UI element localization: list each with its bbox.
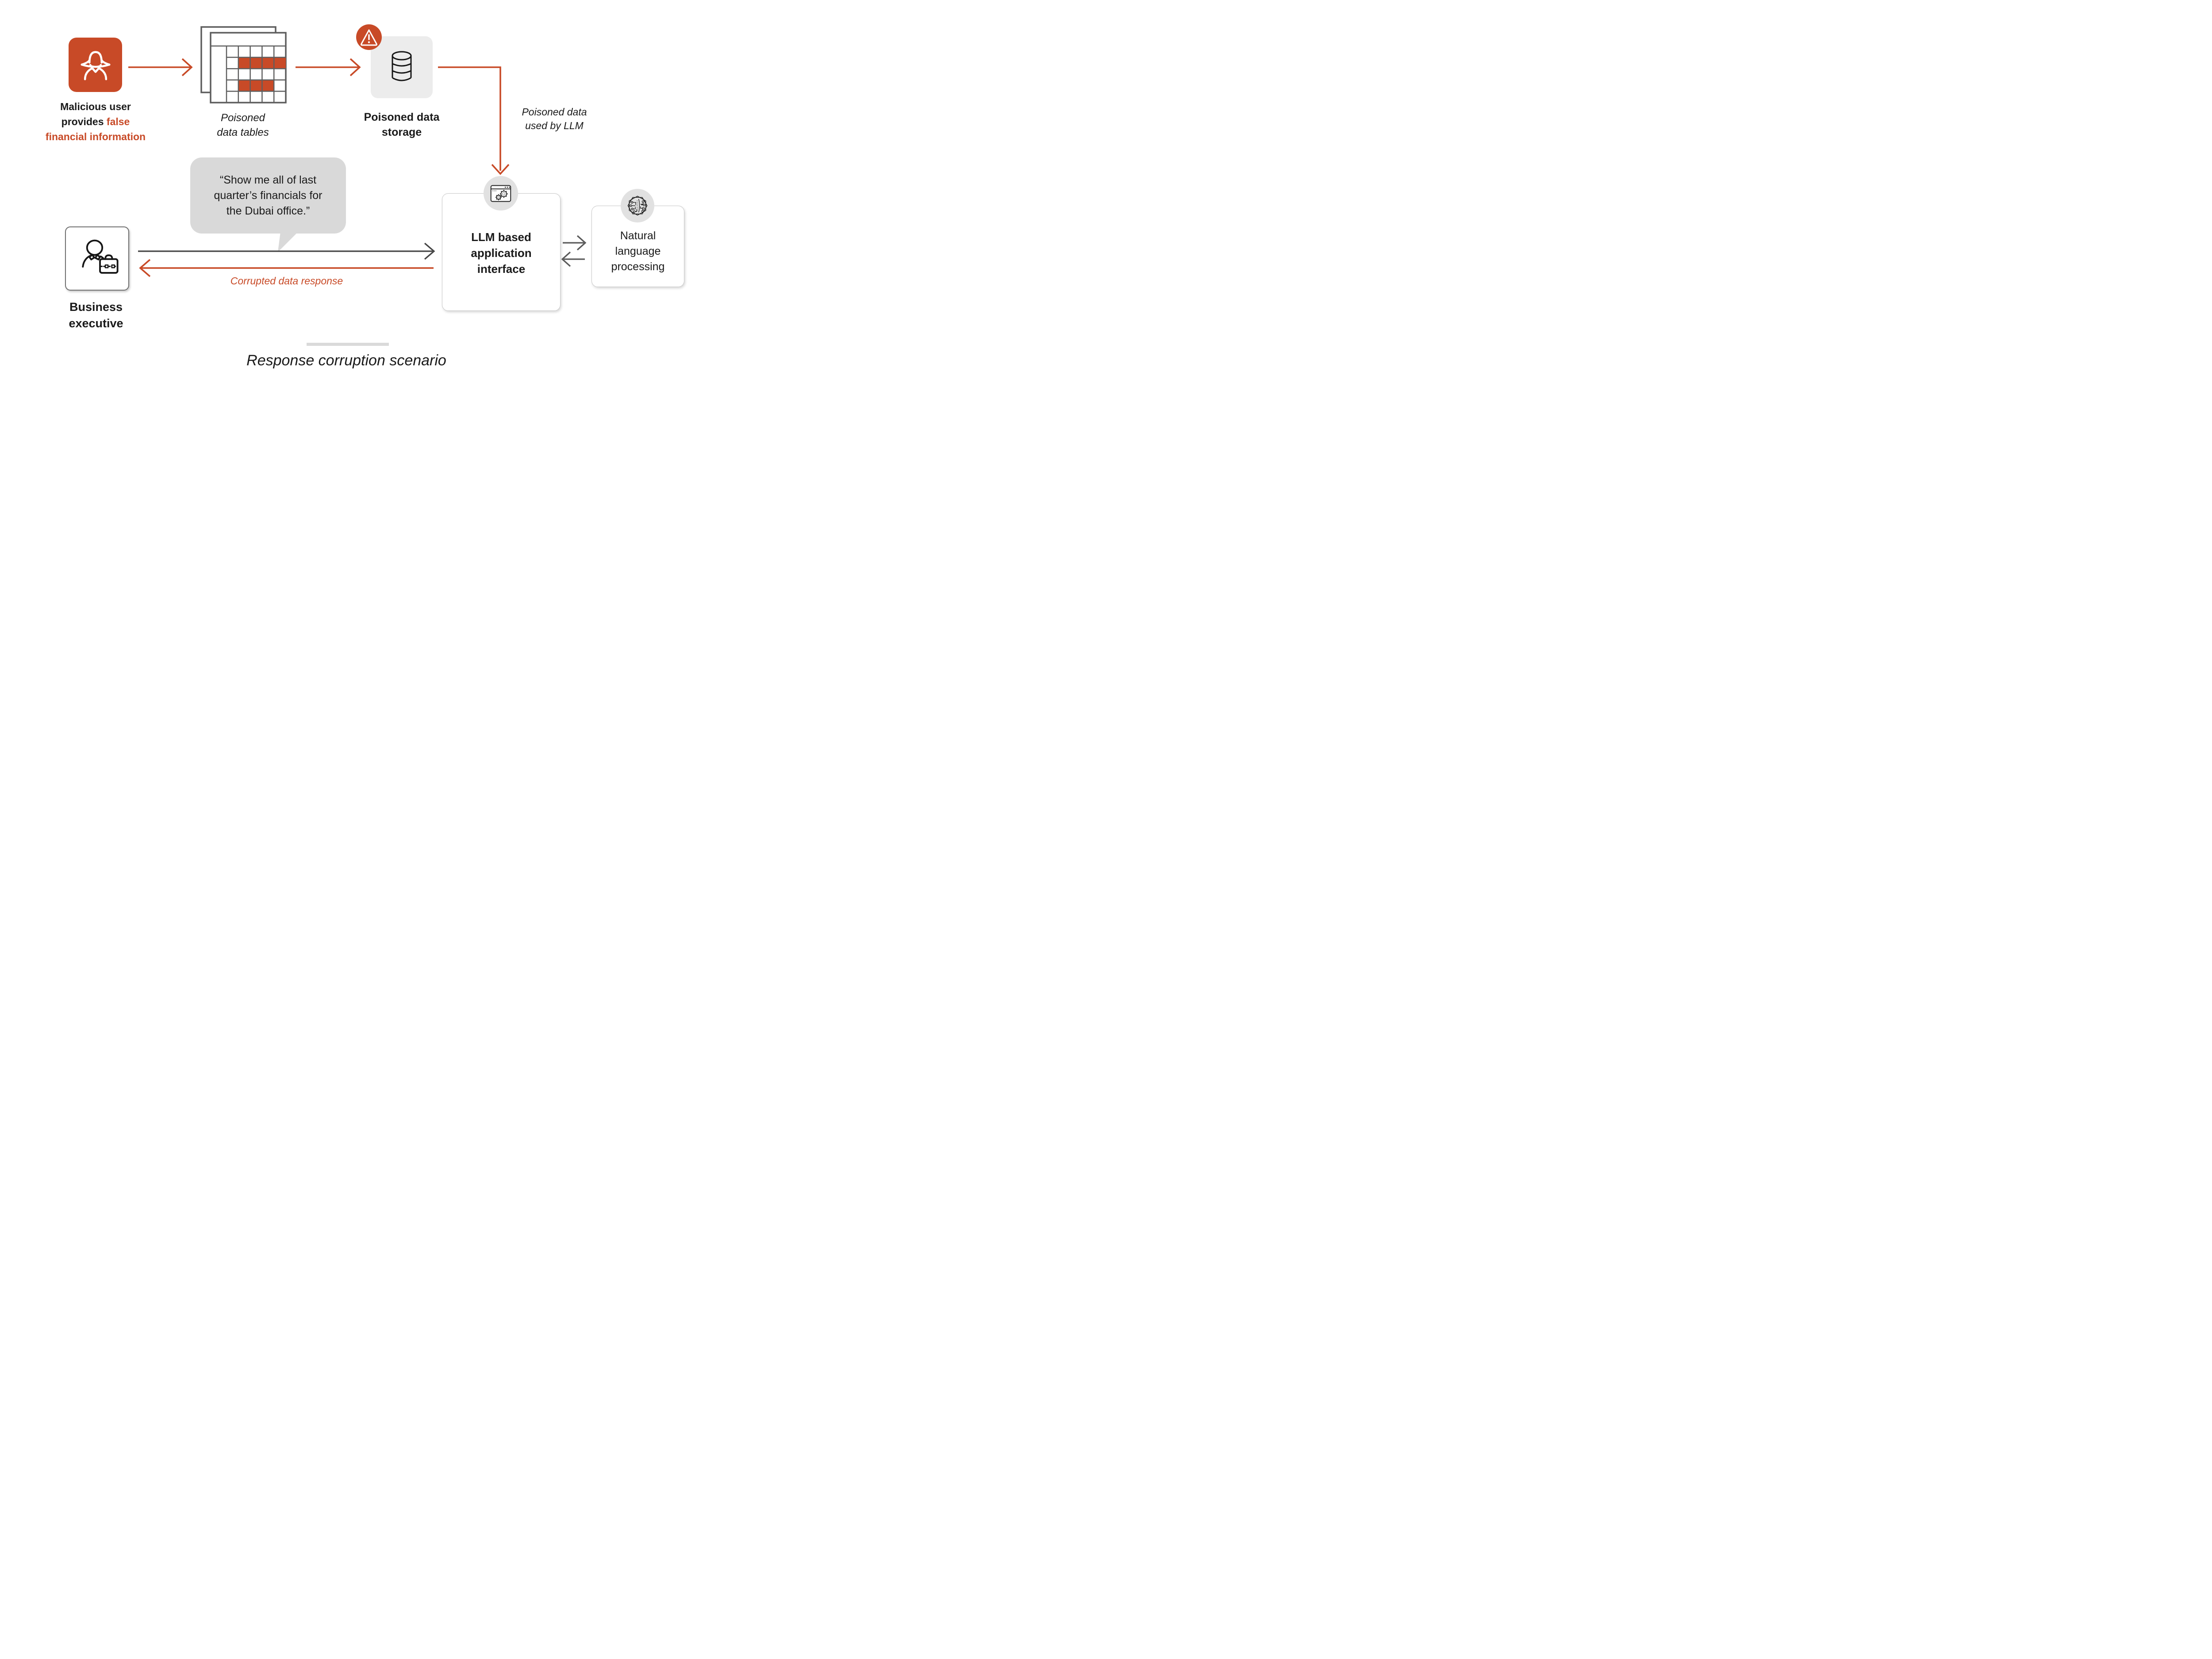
llm-icon-circle bbox=[484, 176, 518, 211]
malicious-user-label-line3: financial information bbox=[45, 131, 146, 142]
arrowhead-nlp-to-llm bbox=[561, 251, 571, 267]
diagram-title: Response corruption scenario bbox=[246, 352, 446, 369]
warning-icon bbox=[356, 24, 382, 50]
llm-application-node: LLM based application interface bbox=[442, 193, 561, 311]
arrowhead-llm-to-nlp bbox=[576, 235, 587, 251]
arrowhead-user-to-tables bbox=[181, 58, 193, 77]
malicious-user-label-line2: provides false bbox=[61, 116, 130, 127]
person-briefcase-icon bbox=[81, 239, 119, 274]
corrupted-response-caption: Corrupted data response bbox=[230, 275, 343, 287]
arrowhead-corrupted-response bbox=[139, 259, 151, 277]
poisoned-storage-node bbox=[371, 36, 433, 98]
query-arrow bbox=[138, 242, 435, 260]
poisoned-data-used-caption: Poisoned data used by LLM bbox=[522, 106, 587, 131]
business-executive-node bbox=[65, 226, 129, 291]
malicious-user-label: Malicious user provides false financial … bbox=[29, 99, 162, 144]
brain-circuit-icon bbox=[627, 195, 648, 216]
flow-arrows bbox=[128, 58, 587, 277]
malicious-user-label-line1: Malicious user bbox=[60, 101, 131, 112]
poisoned-storage-label: Poisoned data storage bbox=[364, 111, 440, 138]
diagram-canvas: Malicious user provides false financial … bbox=[0, 0, 694, 390]
spy-icon bbox=[81, 50, 110, 80]
data-table-icon bbox=[200, 26, 287, 103]
malicious-user-node bbox=[69, 38, 122, 92]
query-speech-bubble: “Show me all of last quarter’s financial… bbox=[190, 157, 346, 234]
database-icon bbox=[392, 51, 412, 81]
nlp-label: Natural language processing bbox=[611, 230, 665, 273]
speech-bubble-tail bbox=[278, 232, 298, 252]
browser-gears-icon bbox=[490, 185, 511, 202]
title-divider bbox=[307, 343, 389, 346]
arrowhead-tables-to-storage bbox=[349, 58, 361, 77]
arrowhead-storage-to-llm bbox=[491, 164, 510, 175]
query-text: “Show me all of last quarter’s financial… bbox=[214, 173, 323, 217]
llm-nlp-arrows bbox=[561, 235, 587, 267]
business-executive-label: Business executive bbox=[69, 300, 123, 330]
poison-flow-arrows bbox=[128, 58, 510, 277]
llm-application-label: LLM based application interface bbox=[471, 230, 532, 276]
poisoned-tables-label: Poisoned data tables bbox=[217, 112, 269, 138]
arrow-storage-to-llm bbox=[438, 66, 501, 171]
nlp-icon-circle bbox=[621, 189, 654, 222]
arrowhead-exec-to-llm bbox=[424, 242, 435, 260]
